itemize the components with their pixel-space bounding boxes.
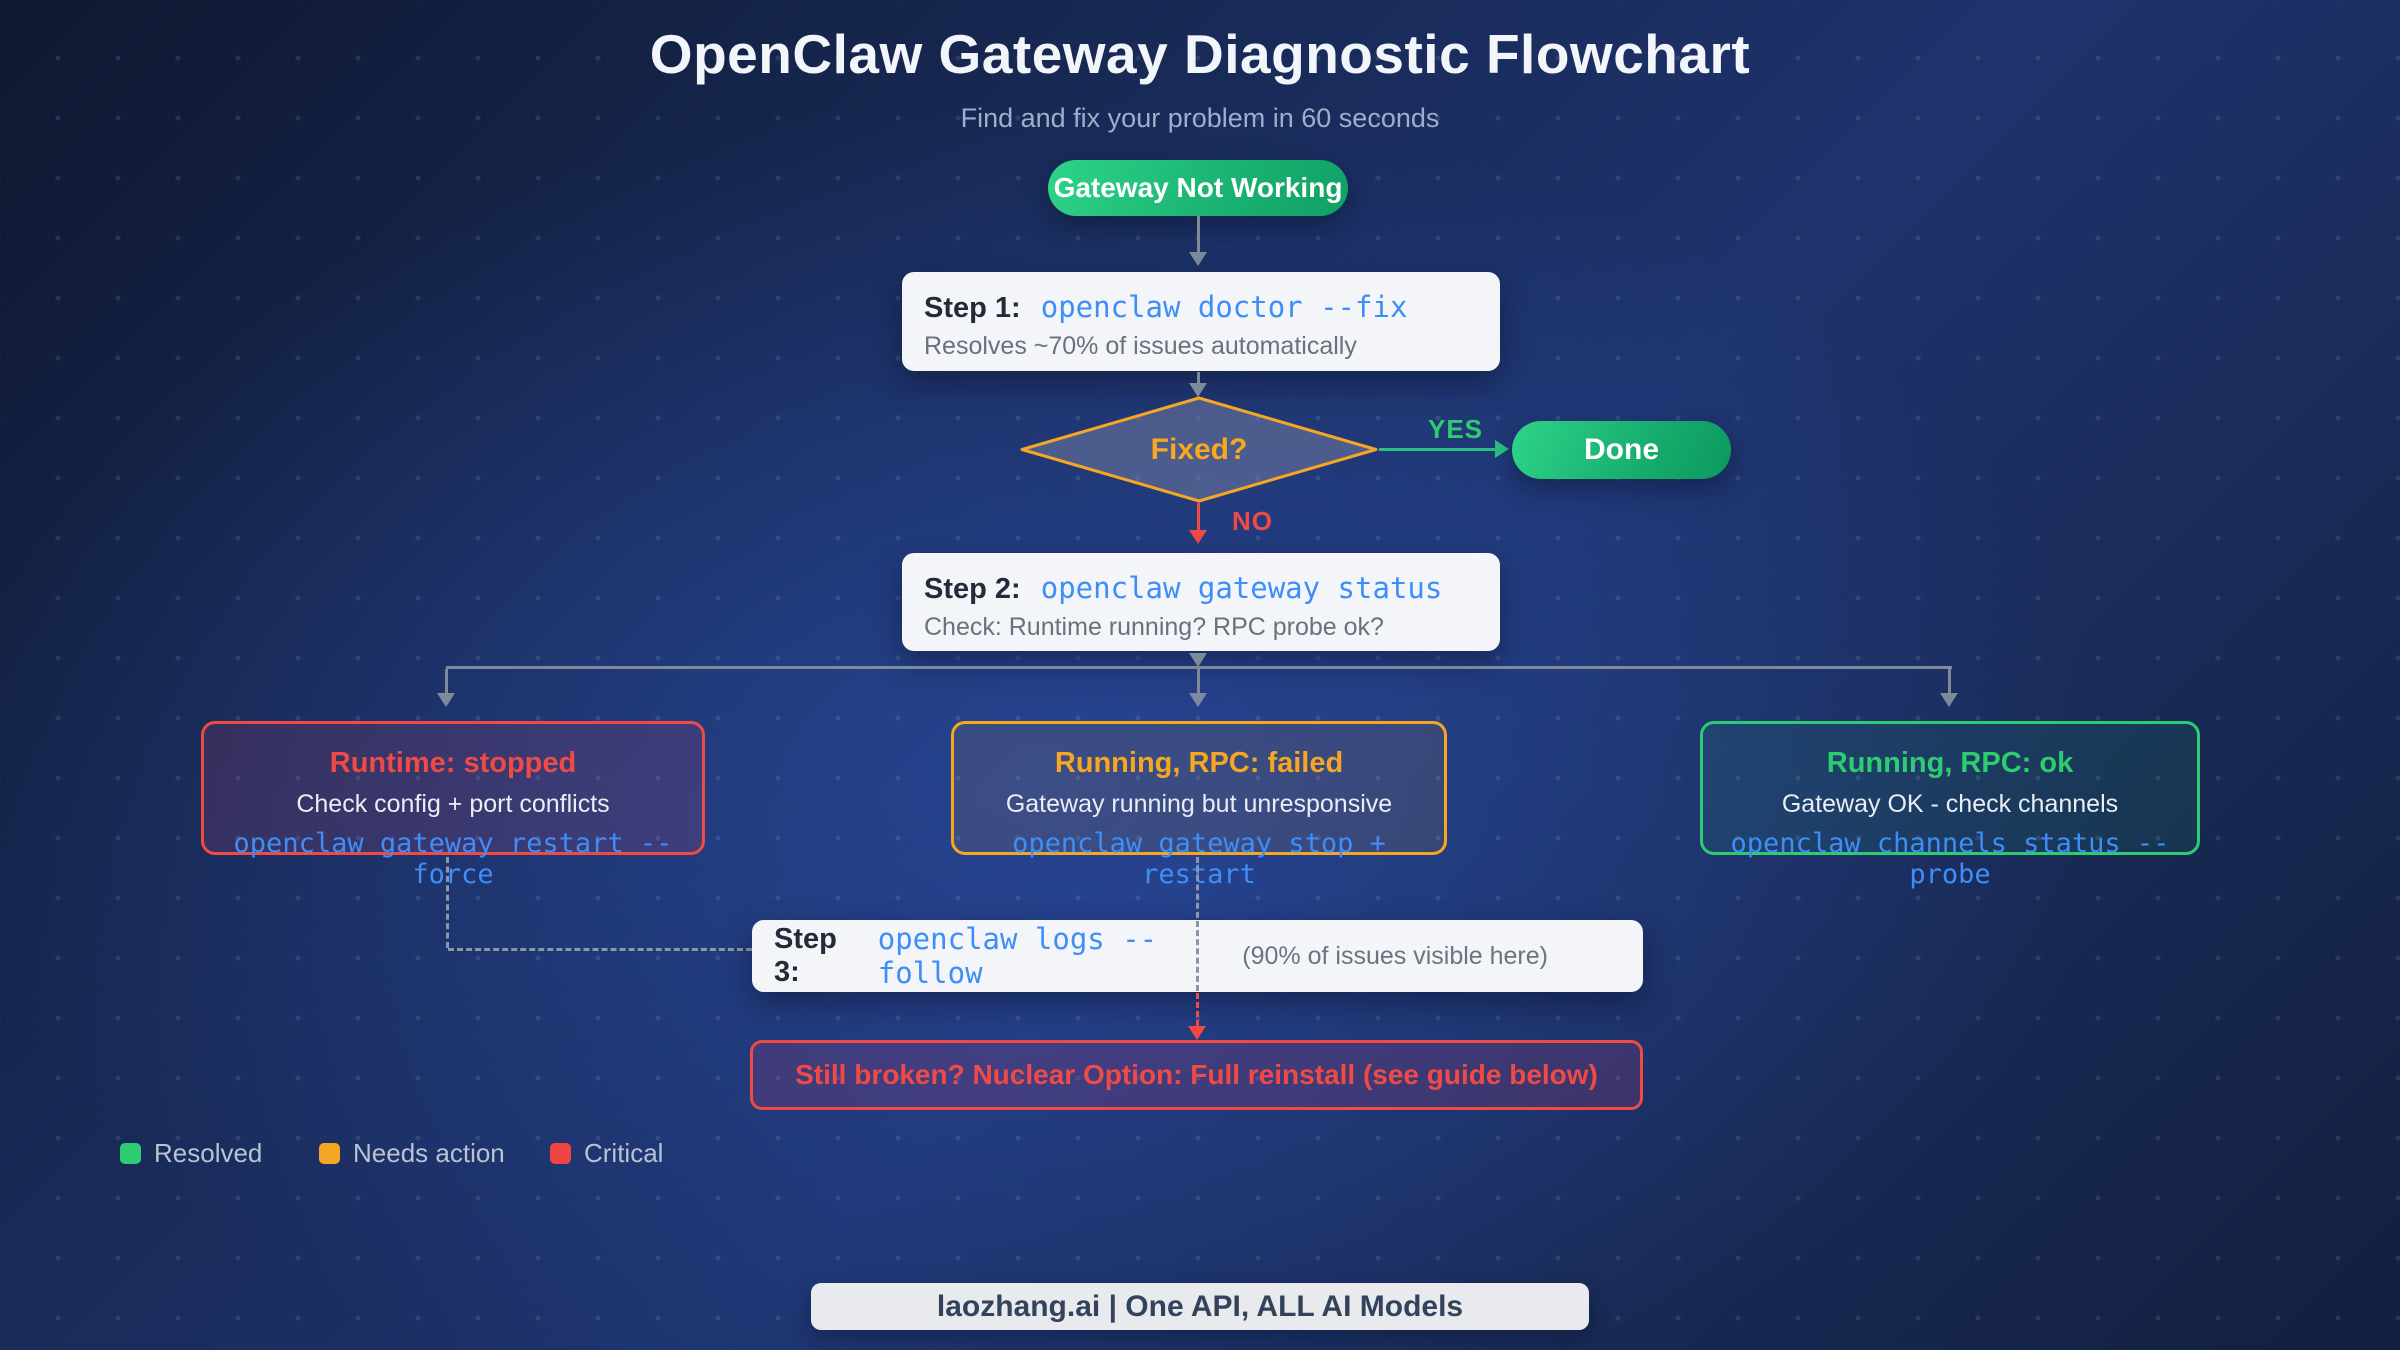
no-label: NO [1232, 506, 1273, 536]
nuclear-option-label: Still broken? Nuclear Option: Full reins… [795, 1059, 1598, 1090]
step1-command: openclaw doctor --fix [1040, 290, 1408, 324]
step3-label: Step 3: [774, 923, 837, 988]
legend-label: Critical [584, 1138, 664, 1168]
connector-step1-decision [1197, 372, 1200, 384]
arrow-down-icon [1189, 383, 1207, 397]
connector-branch-middle [1197, 669, 1200, 693]
branch-runtime-stopped: Runtime: stopped Check config + port con… [201, 721, 705, 890]
footer-banner-text: laozhang.ai | One API, ALL AI Models [936, 1289, 1464, 1323]
branch-desc: Check config + port conflicts [296, 790, 610, 818]
branch-rpc-failed: Running, RPC: failed Gateway running but… [951, 721, 1447, 890]
arrow-right-icon [1495, 440, 1509, 458]
connector-split-horizontal [446, 666, 1952, 669]
connector-branch-right [1948, 669, 1951, 693]
branch-command: openclaw gateway restart --force [233, 828, 673, 890]
decision-label: Fixed? [1150, 432, 1248, 466]
step2-card: Step 2: openclaw gateway status Check: R… [902, 553, 1500, 651]
step1-card: Step 1: openclaw doctor --fix Resolves ~… [902, 272, 1500, 371]
branch-desc: Gateway running but unresponsive [1005, 790, 1393, 818]
legend-item-critical: Critical [550, 1138, 663, 1169]
connector-yes [1379, 448, 1496, 451]
done-node-label: Done [1584, 433, 1659, 466]
footer-banner: laozhang.ai | One API, ALL AI Models [811, 1283, 1589, 1330]
legend-swatch-orange-icon [319, 1143, 340, 1164]
dashed-connector-middle-vertical [1196, 857, 1199, 991]
decision-node: Fixed? [1020, 396, 1378, 503]
step3-command: openclaw logs --follow [877, 922, 1158, 990]
page-subtitle: Find and fix your problem in 60 seconds [960, 103, 1440, 133]
diamond-shape-icon [1020, 396, 1378, 503]
step1-command-row: Step 1: openclaw doctor --fix [924, 290, 1500, 325]
legend-swatch-red-icon [550, 1143, 571, 1164]
step3-note: (90% of issues visible here) [1242, 941, 1548, 970]
legend-label: Resolved [154, 1138, 263, 1168]
dashed-connector-left-horizontal [448, 948, 752, 951]
branch-title: Running, RPC: ok [1826, 747, 2074, 779]
connector-no [1197, 503, 1200, 531]
yes-label: YES [1428, 414, 1484, 444]
step2-note: Check: Runtime running? RPC probe ok? [924, 613, 1384, 641]
legend-item-needs-action: Needs action [319, 1138, 505, 1169]
arrow-down-icon [1188, 1026, 1206, 1040]
legend-item-resolved: Resolved [120, 1138, 262, 1169]
nuclear-option-box: Still broken? Nuclear Option: Full reins… [750, 1040, 1643, 1110]
branch-title: Runtime: stopped [329, 747, 577, 779]
step1-label: Step 1: [924, 292, 1021, 324]
step2-command: openclaw gateway status [1040, 571, 1443, 605]
legend-label: Needs action [353, 1138, 505, 1168]
start-node-label: Gateway Not Working [1053, 172, 1343, 203]
branch-rpc-ok: Running, RPC: ok Gateway OK - check chan… [1700, 721, 2200, 890]
arrow-down-icon [1189, 530, 1207, 544]
arrow-down-icon [437, 693, 455, 707]
arrow-down-icon [1189, 693, 1207, 707]
page-title: OpenClaw Gateway Diagnostic Flowchart [649, 23, 1751, 85]
branch-command: openclaw gateway stop + restart [1012, 828, 1386, 890]
step2-label: Step 2: [924, 573, 1021, 605]
arrow-down-icon [1189, 252, 1207, 266]
arrow-down-icon [1940, 693, 1958, 707]
legend-swatch-green-icon [120, 1143, 141, 1164]
step1-note: Resolves ~70% of issues automatically [924, 332, 1357, 360]
step3-command-row: Step 3: openclaw logs --follow (90% of i… [752, 922, 1643, 990]
branch-desc: Gateway OK - check channels [1781, 790, 2119, 818]
dashed-connector-left-vertical [446, 857, 449, 948]
branch-title: Running, RPC: failed [1054, 747, 1344, 779]
branch-command: openclaw channels status --probe [1730, 828, 2170, 890]
done-node: Done [1512, 421, 1731, 479]
dashed-connector-nuclear [1196, 993, 1199, 1026]
step3-card: Step 3: openclaw logs --follow (90% of i… [752, 920, 1643, 992]
connector-start-step1 [1197, 216, 1200, 254]
step2-command-row: Step 2: openclaw gateway status [924, 571, 1500, 606]
arrow-down-icon [1189, 653, 1207, 667]
start-node: Gateway Not Working [1048, 160, 1348, 216]
connector-branch-left [445, 669, 448, 693]
